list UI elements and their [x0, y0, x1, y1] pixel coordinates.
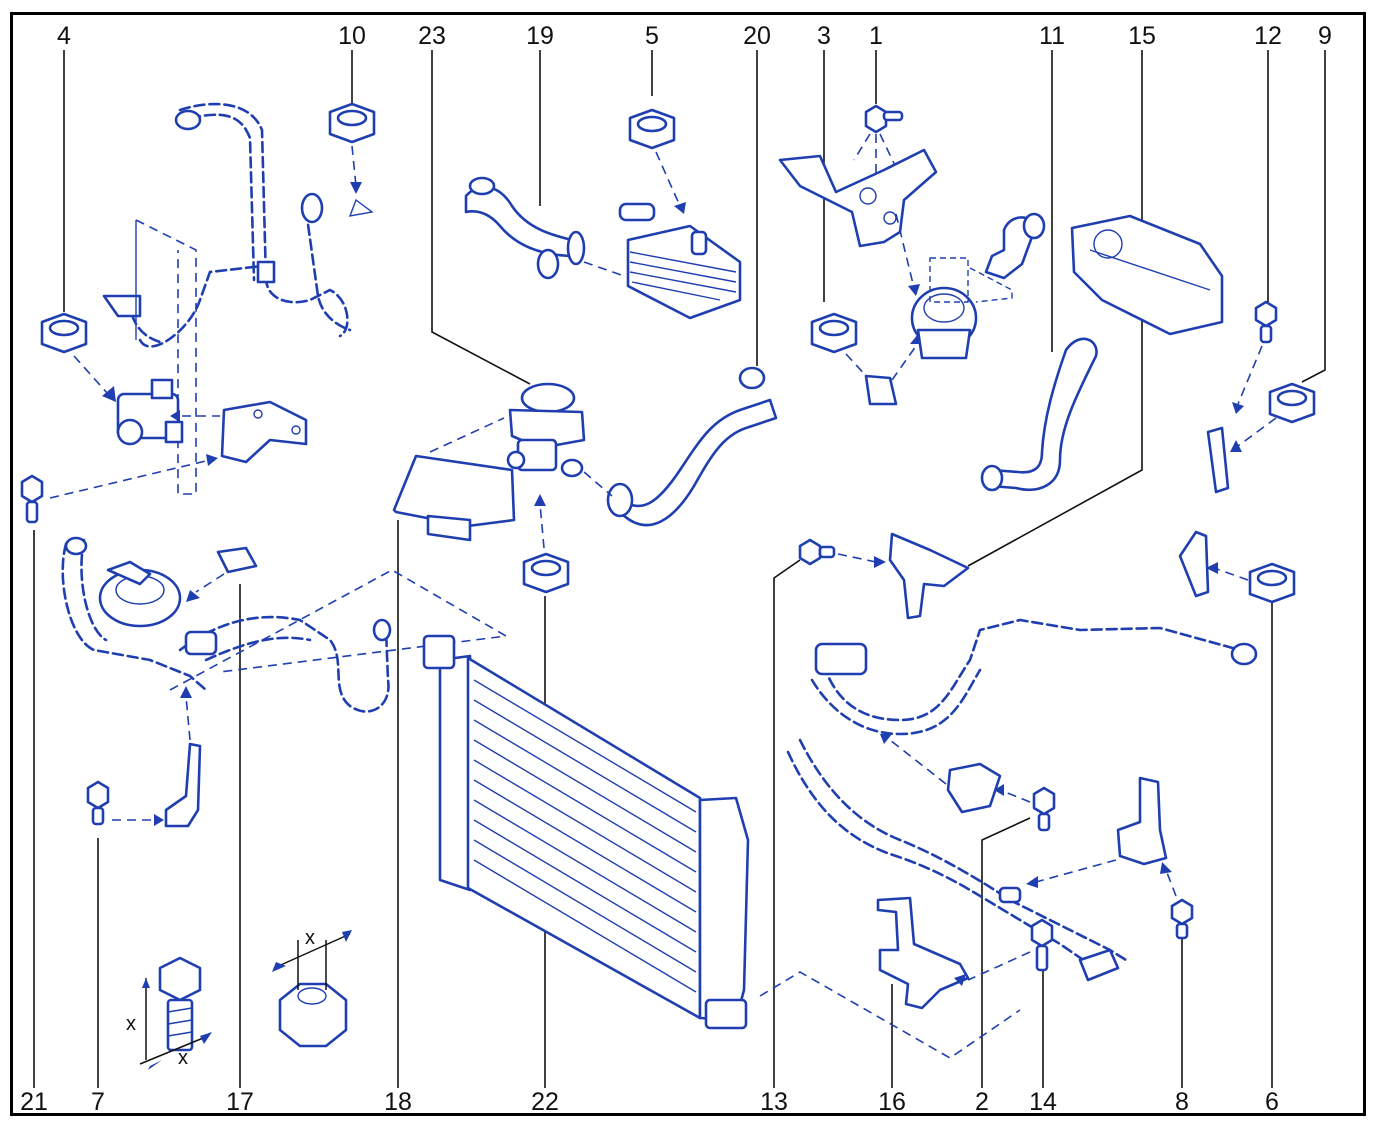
part-label-8: 8	[1175, 1088, 1189, 1116]
part-label-14: 14	[1029, 1088, 1057, 1116]
hose-11	[980, 337, 1098, 492]
part-label-9: 9	[1318, 22, 1332, 50]
part-label-22: 22	[531, 1088, 559, 1116]
part-label-23: 23	[418, 22, 446, 50]
nut-5	[628, 108, 686, 214]
part-label-2: 2	[975, 1088, 989, 1116]
dimension-x-bolt-horizontal: x	[178, 1047, 188, 1069]
part-label-3: 3	[817, 22, 831, 50]
bolt-13	[798, 538, 886, 568]
part-label-17: 17	[226, 1088, 254, 1116]
hose-tank-upper-right	[984, 212, 1224, 336]
part-label-21: 21	[20, 1088, 48, 1116]
pump-lower-left	[61, 536, 509, 713]
electric-pump	[895, 213, 1013, 360]
detail-nut-dimension	[272, 930, 352, 1048]
bolt-2	[880, 734, 1056, 832]
part-label-12: 12	[1254, 22, 1282, 50]
nut-22	[522, 494, 570, 594]
hose-upper-left	[102, 102, 374, 495]
bolt-7	[86, 686, 202, 828]
radiator	[422, 634, 1021, 1059]
bracket-18	[392, 417, 516, 542]
hose-19	[464, 176, 586, 280]
detail-bolt-dimension	[139, 956, 212, 1070]
dimension-x-bolt-vertical: x	[126, 1013, 136, 1035]
bolt-8	[1026, 776, 1194, 940]
part-label-13: 13	[760, 1088, 788, 1116]
bolt-14	[954, 918, 1054, 986]
bracket-15	[888, 532, 970, 620]
clip-17	[186, 546, 258, 602]
bolt-12	[1206, 300, 1278, 494]
part-label-6: 6	[1265, 1088, 1279, 1116]
hose-20	[583, 366, 778, 527]
nut-4	[40, 312, 116, 402]
bracket-16	[876, 896, 970, 1010]
leader-lines	[33, 50, 1326, 1088]
part-label-11: 11	[1039, 22, 1065, 50]
bolt-21	[20, 454, 218, 524]
valve-23	[506, 382, 586, 478]
bolt-1	[853, 104, 904, 177]
valve-upper-left	[116, 378, 308, 464]
part-label-5: 5	[645, 22, 659, 50]
oil-cooler	[583, 202, 742, 320]
part-label-7: 7	[91, 1088, 105, 1116]
part-label-4: 4	[57, 22, 71, 50]
part-label-16: 16	[878, 1088, 906, 1116]
nut-3	[810, 312, 922, 406]
nut-6	[1178, 530, 1296, 604]
dimension-x-nut: x	[305, 927, 315, 949]
nut-10	[328, 102, 376, 194]
part-label-20: 20	[743, 22, 771, 50]
part-label-10: 10	[338, 22, 366, 50]
hose-lower-right	[786, 618, 1258, 982]
part-label-19: 19	[526, 22, 554, 50]
bracket-pump	[778, 148, 938, 248]
part-label-1: 1	[869, 22, 883, 50]
nut-9	[1230, 382, 1316, 452]
part-label-15: 15	[1128, 22, 1156, 50]
part-label-18: 18	[384, 1088, 412, 1116]
